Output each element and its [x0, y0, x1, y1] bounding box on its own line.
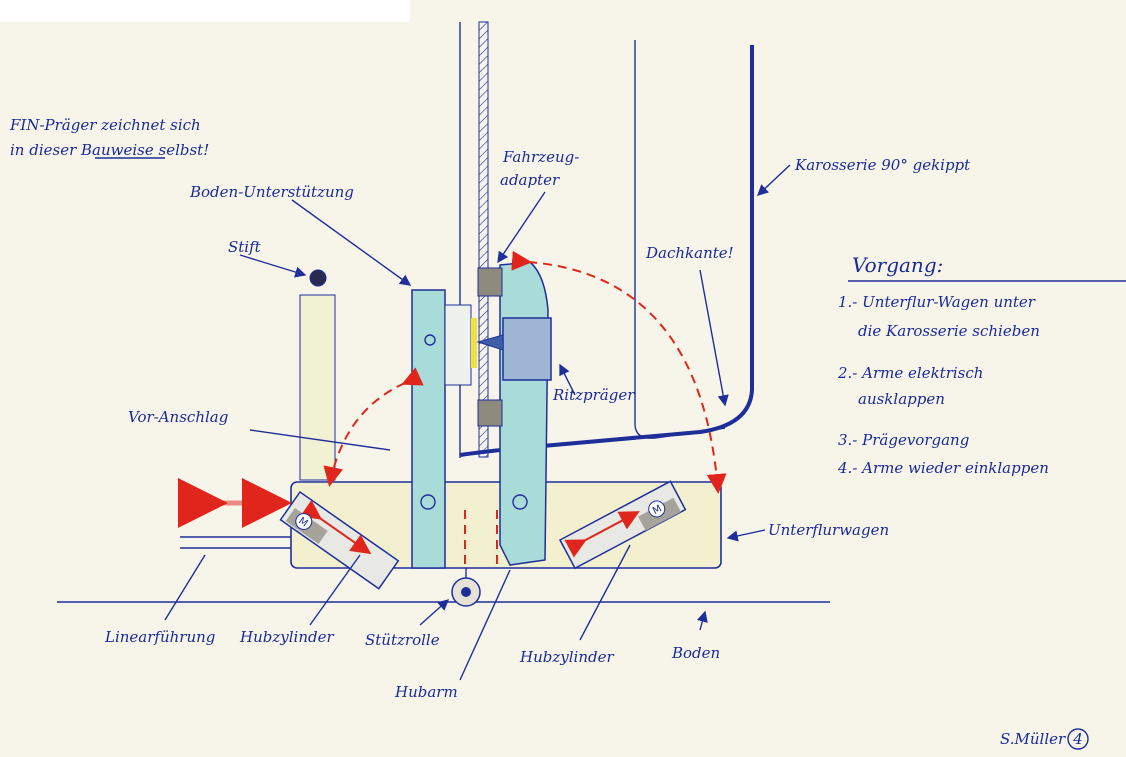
page-number: 4	[1072, 730, 1083, 748]
procedure-list: Vorgang: 1.- Unterflur-Wagen unter die K…	[837, 253, 1126, 477]
label-hubzylinder-right: Hubzylinder	[519, 648, 614, 666]
stift-post	[299, 269, 336, 481]
procedure-step: die Karosserie schieben	[858, 322, 1040, 340]
note-line-2: in dieser Bauweise selbst!	[10, 141, 209, 159]
note-line-1: FIN-Präger zeichnet sich	[9, 116, 201, 134]
stuetzrolle-wheel	[451, 568, 481, 607]
swing-arc-right	[511, 250, 727, 494]
label-stift: Stift	[228, 238, 262, 256]
procedure-step: 2.- Arme elektrisch	[837, 364, 983, 382]
label-vor-anschlag: Vor-Anschlag	[128, 408, 228, 426]
label-fahrzeug-adapter-2: adapter	[500, 171, 560, 189]
procedure-heading: Vorgang:	[852, 253, 943, 277]
swing-arc-left	[323, 367, 424, 487]
label-stuetzrolle: Stützrolle	[365, 631, 440, 649]
scan-margin	[0, 0, 410, 22]
vehicle-wall	[478, 21, 489, 458]
procedure-step: 4.- Arme wieder einklappen	[837, 459, 1049, 477]
procedure-step: 1.- Unterflur-Wagen unter	[838, 293, 1036, 311]
label-dachkante: Dachkante!	[645, 244, 734, 262]
label-ritzpraeger: Ritzpräger	[552, 386, 635, 404]
label-boden: Boden	[671, 644, 720, 662]
procedure-step: 3.- Prägevorgang	[838, 431, 969, 449]
procedure-step: ausklappen	[858, 390, 945, 408]
label-hubarm: Hubarm	[394, 683, 458, 701]
label-linearfuehrung: Linearführung	[104, 628, 215, 646]
label-hubzylinder-left: Hubzylinder	[239, 628, 334, 646]
right-cylinder: M	[558, 480, 687, 570]
leader-lines	[164, 164, 791, 681]
left-cylinder: M	[279, 490, 400, 590]
label-boden-unterstuetzung: Boden-Unterstützung	[189, 183, 354, 201]
label-unterflurwagen: Unterflurwagen	[768, 521, 889, 539]
label-fahrzeug-adapter-1: Fahrzeug-	[502, 148, 579, 166]
ritzpraeger-head	[502, 317, 552, 381]
label-karosserie: Karosserie 90° gekippt	[794, 156, 971, 174]
linear-guide	[180, 536, 292, 549]
signature: S.Müller	[1000, 730, 1066, 748]
